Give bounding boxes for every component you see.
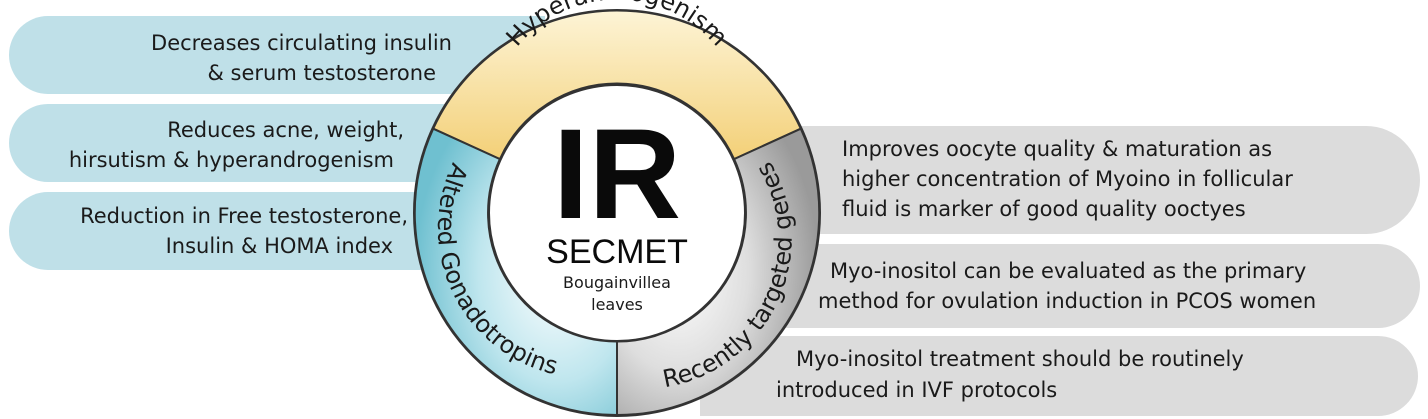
right-effect-1-line-1: Improves oocyte quality & maturation as [842, 137, 1272, 161]
right-effect-1-line-3: fluid is marker of good quality ooctyes [842, 197, 1246, 221]
left-effect-pill-2 [9, 104, 546, 182]
left-effects: Decreases circulating insulin & serum te… [9, 16, 546, 270]
right-effect-pill-1 [700, 126, 1420, 234]
left-effect-2-line-1: Reduces acne, weight, [167, 118, 404, 142]
right-effect-1-line-2: higher concentration of Myoino in follic… [842, 167, 1293, 191]
center-source-line-2: leaves [591, 295, 643, 314]
left-effect-2-line-2: hirsutism & hyperandrogenism [69, 148, 394, 172]
center-source-line-1: Bougainvillea [563, 273, 671, 292]
right-effect-pill-3 [700, 336, 1418, 416]
left-effect-3-line-1: Reduction in Free testosterone, [80, 204, 408, 228]
center-abbr: IR [553, 103, 681, 246]
right-effect-3-line-2: introduced in IVF protocols [776, 378, 1057, 402]
center-name: SECMET [546, 233, 688, 271]
left-effect-1-line-1: Decreases circulating insulin [151, 31, 452, 55]
right-effects: Improves oocyte quality & maturation as … [700, 126, 1420, 416]
ring [413, 9, 821, 417]
right-effect-3-line-1: Myo-inositol treatment should be routine… [796, 347, 1244, 371]
left-effect-1-line-2: & serum testosterone [207, 61, 436, 85]
right-effect-2-line-1: Myo-inositol can be evaluated as the pri… [830, 259, 1306, 283]
center-disc [488, 84, 746, 342]
right-effect-2-line-2: method for ovulation induction in PCOS w… [818, 289, 1316, 313]
left-effect-pill-1 [9, 16, 545, 94]
left-effect-pill-3 [9, 192, 545, 270]
left-effect-3-line-2: Insulin & HOMA index [166, 234, 393, 258]
right-effect-pill-2 [700, 244, 1420, 328]
ring-segment-top [431, 9, 803, 161]
